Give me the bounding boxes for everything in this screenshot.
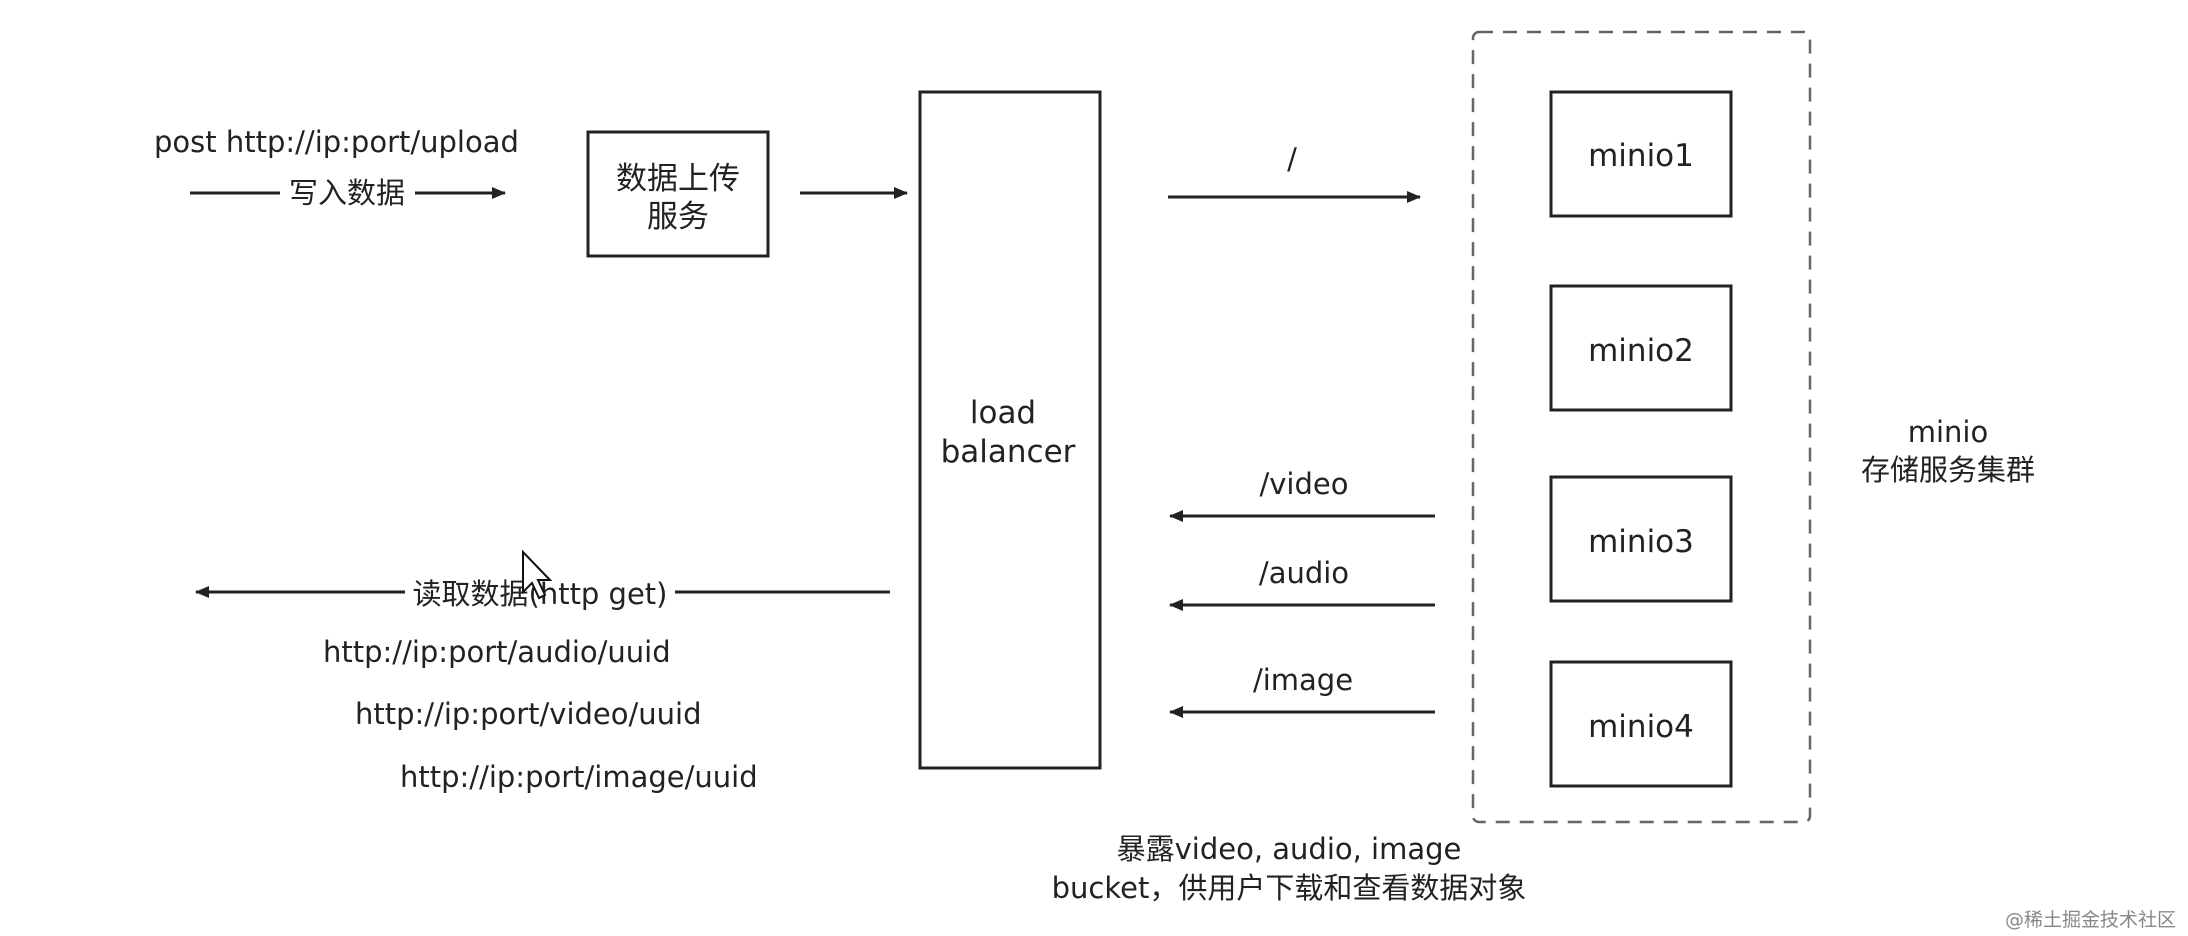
bucket-note-line2: bucket，供用户下载和查看数据对象 <box>1052 871 1527 905</box>
cluster-label-line2: 存储服务集群 <box>1861 453 2035 487</box>
route-image-label: /image <box>1253 663 1353 697</box>
cluster-label-line1: minio <box>1908 415 1989 449</box>
minio3-label: minio3 <box>1588 524 1694 560</box>
load-balancer-box <box>918 90 1102 770</box>
load-balancer-line1: load <box>970 395 1036 431</box>
read-url-audio: http://ip:port/audio/uuid <box>323 635 671 669</box>
upload-service-box <box>586 130 770 258</box>
watermark-text: @稀土掘金技术社区 <box>2005 909 2176 931</box>
minio4-label: minio4 <box>1588 709 1694 745</box>
route-audio-label: /audio <box>1259 556 1349 590</box>
load-balancer-line2: balancer <box>941 434 1076 470</box>
upload-service-line1: 数据上传 <box>616 161 740 197</box>
read-url-image: http://ip:port/image/uuid <box>400 760 758 794</box>
upload-service-line2: 服务 <box>647 199 709 235</box>
minio2-label: minio2 <box>1588 333 1694 369</box>
upload-request-text: post http://ip:port/upload <box>154 125 519 159</box>
minio-cluster-boundary <box>1471 30 1812 824</box>
minio3-box <box>1549 475 1733 603</box>
minio2-box <box>1549 284 1733 412</box>
minio1-box <box>1549 90 1733 218</box>
bucket-note-line1: 暴露video, audio, image <box>1117 832 1462 866</box>
minio4-box <box>1549 660 1733 788</box>
write-data-label-bg <box>280 173 415 213</box>
route-video-label: /video <box>1260 467 1349 501</box>
read-url-video: http://ip:port/video/uuid <box>355 697 702 731</box>
route-root-label: / <box>1287 142 1297 176</box>
write-data-label: 写入数据 <box>289 176 405 210</box>
mouse-cursor-icon <box>522 549 553 600</box>
minio1-label: minio1 <box>1588 138 1694 174</box>
